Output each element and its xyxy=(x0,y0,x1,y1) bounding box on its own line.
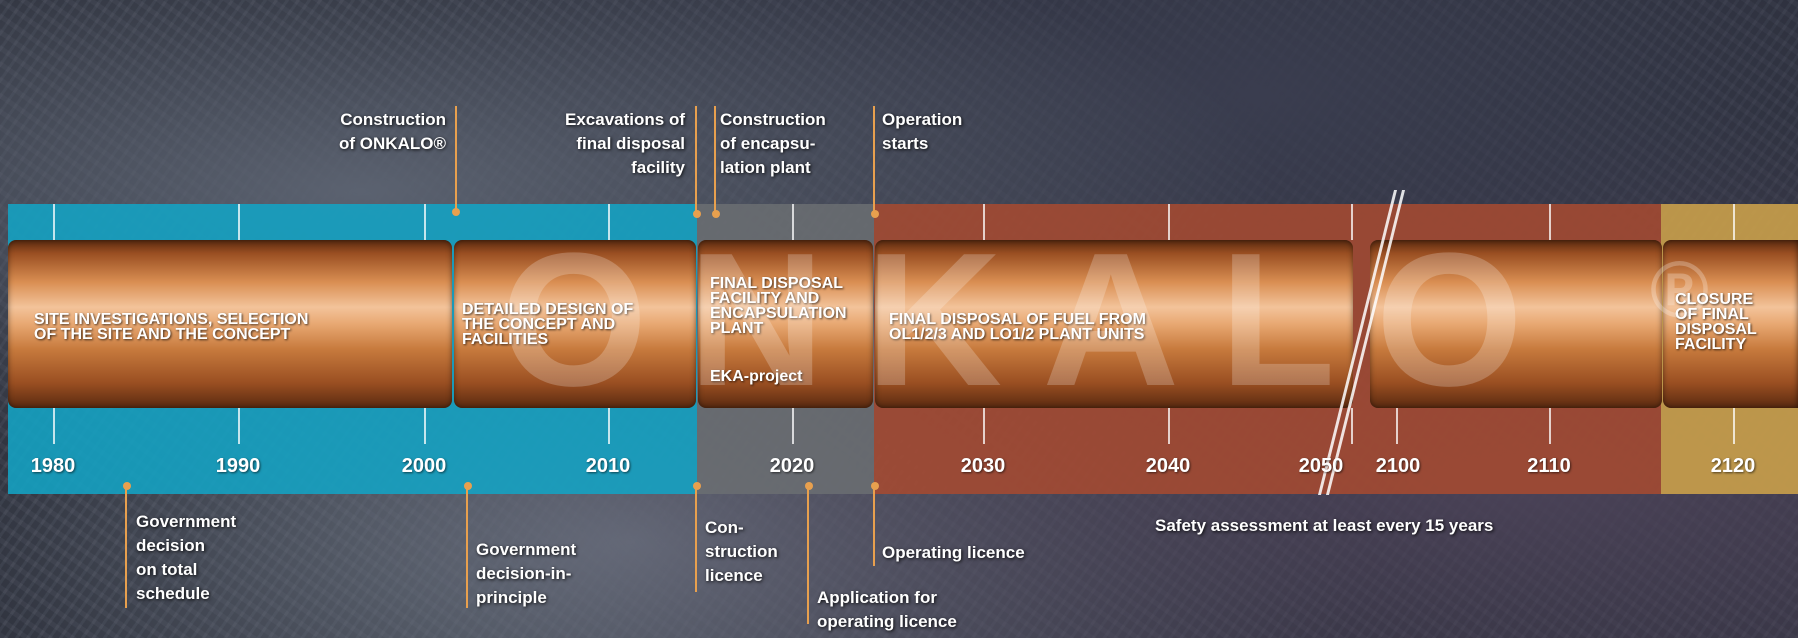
note-marker-line xyxy=(455,106,457,210)
note-safety-assessment: Safety assessment at least every 15 year… xyxy=(1155,516,1494,535)
note-marker-dot xyxy=(123,482,131,490)
phase-bar-label: FINAL DISPOSAL FACILITY AND ENCAPSULATIO… xyxy=(710,275,847,337)
tick-top-2020 xyxy=(792,204,794,240)
tick-bottom-2110 xyxy=(1549,408,1551,444)
phase-bar-closure: CLOSURE OF FINAL DISPOSAL FACILITY xyxy=(1663,240,1798,408)
note-operating-licence: Operating licence xyxy=(882,543,1025,562)
phase-bar-detailed-design: DETAILED DESIGN OF THE CONCEPT AND FACIL… xyxy=(454,240,696,408)
year-label: 2010 xyxy=(585,455,631,477)
note-government-decision-schedule: Government decision on total schedule xyxy=(136,512,237,603)
tick-top-2040 xyxy=(1168,204,1170,240)
note-marker-line xyxy=(695,486,697,592)
note-government-decision-in-principle: Government decision-in- principle xyxy=(476,540,577,607)
tick-top-2050 xyxy=(1351,204,1353,240)
tick-top-1990 xyxy=(238,204,240,240)
note-operation-starts: Operation starts xyxy=(882,110,963,153)
phase-bar-eka-project: FINAL DISPOSAL FACILITY AND ENCAPSULATIO… xyxy=(698,240,873,408)
year-label: 2110 xyxy=(1527,455,1571,477)
note-excavations: Excavations of final disposal facility xyxy=(565,110,685,177)
phase-bar-final-disposal-continued xyxy=(1370,240,1662,408)
note-construction-onkalo: Construction of ONKALO® xyxy=(339,110,446,153)
note-marker-dot xyxy=(871,482,879,490)
note-construction-licence: Con- struction licence xyxy=(705,518,778,585)
note-application-operating-licence: Application for operating licence xyxy=(817,588,957,631)
phase-bar-final-disposal: FINAL DISPOSAL OF FUEL FROM OL1/2/3 AND … xyxy=(875,240,1353,408)
note-marker-line xyxy=(807,486,809,624)
note-marker-line xyxy=(873,106,875,216)
note-marker-line xyxy=(695,106,697,216)
tick-top-2000 xyxy=(424,204,426,240)
note-marker-dot xyxy=(871,210,879,218)
tick-bottom-2030 xyxy=(983,408,985,444)
registered-mark: ® xyxy=(1650,245,1709,334)
phase-bar-site-investigations: SITE INVESTIGATIONS, SELECTION OF THE SI… xyxy=(8,240,452,408)
tick-bottom-2050 xyxy=(1351,408,1353,444)
tick-top-1980 xyxy=(53,204,55,240)
note-marker-line xyxy=(873,486,875,566)
year-label: 2020 xyxy=(769,455,815,477)
tick-bottom-2020 xyxy=(792,408,794,444)
note-marker-line xyxy=(466,486,468,608)
note-marker-dot xyxy=(805,482,813,490)
phase-bar-label: FINAL DISPOSAL OF FUEL FROM OL1/2/3 AND … xyxy=(889,311,1146,343)
year-label: 2030 xyxy=(960,455,1006,477)
tick-bottom-1990 xyxy=(238,408,240,444)
phase-bar-label: SITE INVESTIGATIONS, SELECTION OF THE SI… xyxy=(34,311,309,343)
note-construction-encapsulation: Construction of encapsu- lation plant xyxy=(720,110,826,177)
tick-top-2110 xyxy=(1549,204,1551,240)
tick-top-2120 xyxy=(1733,204,1735,240)
year-label: 1990 xyxy=(215,455,261,477)
note-marker-dot xyxy=(452,208,460,216)
year-label: 2000 xyxy=(401,455,447,477)
year-label: 2120 xyxy=(1710,455,1756,477)
phase-bar-label: CLOSURE OF FINAL DISPOSAL FACILITY xyxy=(1675,291,1757,353)
tick-bottom-1980 xyxy=(53,408,55,444)
year-label: 1980 xyxy=(30,455,76,477)
note-marker-dot xyxy=(712,210,720,218)
note-marker-dot xyxy=(693,482,701,490)
year-label: 2050 xyxy=(1298,455,1344,477)
tick-top-2030 xyxy=(983,204,985,240)
tick-bottom-2100 xyxy=(1396,408,1398,444)
note-marker-line xyxy=(714,106,716,216)
year-label: 2040 xyxy=(1145,455,1191,477)
tick-bottom-2010 xyxy=(608,408,610,444)
note-marker-line xyxy=(125,486,127,608)
tick-bottom-2040 xyxy=(1168,408,1170,444)
tick-bottom-2120 xyxy=(1733,408,1735,444)
tick-bottom-2000 xyxy=(424,408,426,444)
year-label: 2100 xyxy=(1375,455,1421,477)
note-marker-dot xyxy=(693,210,701,218)
note-marker-dot xyxy=(464,482,472,490)
tick-top-2010 xyxy=(608,204,610,240)
phase-bar-sublabel: EKA-project xyxy=(710,368,803,385)
phase-bar-label: DETAILED DESIGN OF THE CONCEPT AND FACIL… xyxy=(462,301,634,348)
